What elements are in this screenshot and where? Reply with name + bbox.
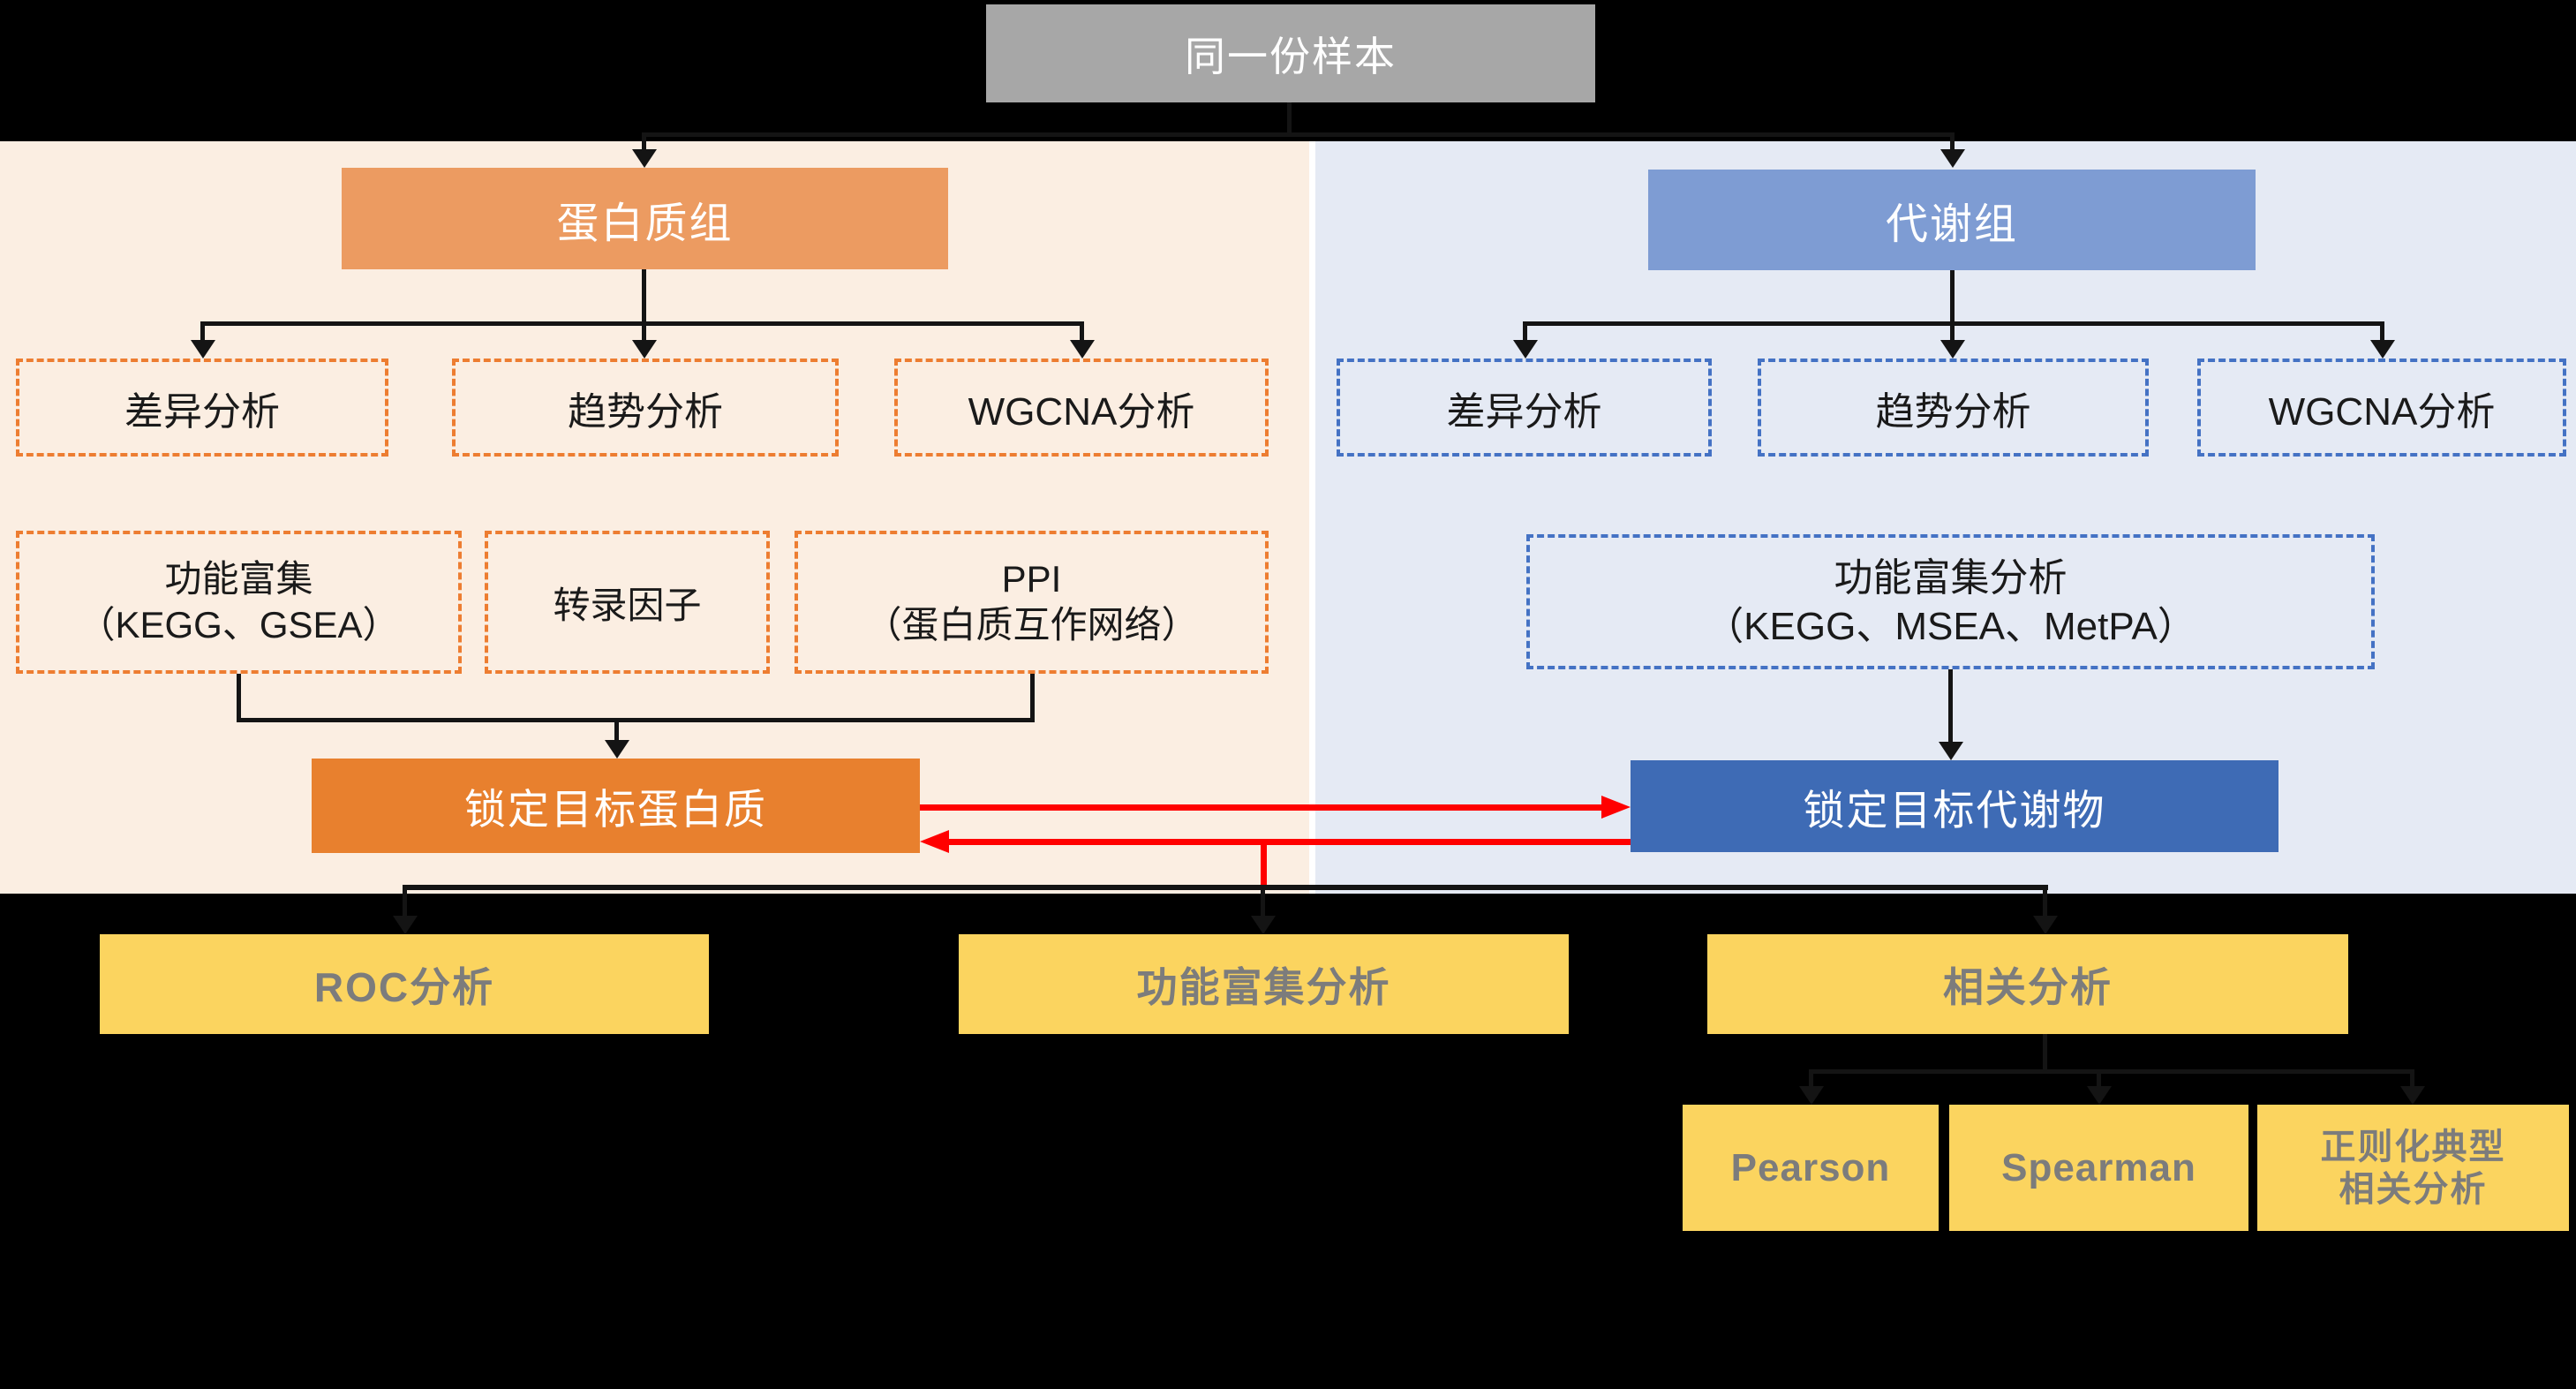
connector-enrichment-drop	[1948, 669, 1953, 744]
metabolome-enrichment-line1: 功能富集分析	[1834, 555, 2068, 600]
arrow-icon	[2400, 1086, 2425, 1105]
sample-label: 同一份样本	[1185, 33, 1397, 79]
metabolome-wgcna-box: WGCNA分析	[2197, 359, 2566, 457]
proteome-ppi-line2: （蛋白质互作网络）	[864, 604, 1199, 645]
arrow-icon	[1070, 340, 1095, 359]
connector-drop	[1261, 885, 1265, 918]
arrow-into-proteome-icon	[632, 149, 657, 168]
metabolome-header: 代谢组	[1648, 170, 2256, 270]
arrow-icon	[1513, 340, 1538, 359]
proteome-header: 蛋白质组	[342, 168, 948, 269]
roc-analysis-box: ROC分析	[100, 934, 709, 1034]
proteome-trend-analysis-label: 趋势分析	[568, 389, 723, 434]
spearman-label: Spearman	[2001, 1145, 2196, 1189]
connector-bracket	[237, 718, 1035, 722]
metabolome-target-box: 锁定目标代谢物	[1631, 760, 2278, 852]
arrow-icon	[2370, 340, 2395, 359]
joint-enrichment-box: 功能富集分析	[959, 934, 1569, 1034]
connector-drop	[200, 321, 205, 343]
connector-drop	[1809, 1069, 1813, 1089]
proteome-enrichment-box: 功能富集 （KEGG、GSEA）	[16, 531, 462, 674]
connector-metabolome-stem	[1950, 270, 1955, 326]
connector-drop	[642, 321, 646, 343]
proteome-tf-label: 转录因子	[553, 584, 702, 626]
metabolome-header-label: 代谢组	[1885, 201, 2018, 248]
regularized-cca-line1: 正则化典型	[2320, 1127, 2506, 1166]
sample-box: 同一份样本	[986, 4, 1595, 102]
joint-enrichment-label: 功能富集分析	[1136, 963, 1391, 1010]
connector-sample-stem	[1287, 102, 1292, 134]
metabolome-trend-analysis-label: 趋势分析	[1875, 389, 2031, 434]
red-arrow-metabolite-to-protein	[947, 839, 1631, 845]
proteome-diff-analysis-box: 差异分析	[16, 359, 388, 457]
metabolome-diff-analysis-label: 差异分析	[1446, 389, 1602, 434]
proteome-enrichment-line2: （KEGG、GSEA）	[78, 604, 400, 645]
metabolome-enrichment-box: 功能富集分析 （KEGG、MSEA、MetPA）	[1526, 534, 2375, 669]
red-arrow-right-icon	[1601, 796, 1631, 819]
arrow-icon	[1251, 916, 1276, 934]
connector-drop	[2097, 1069, 2101, 1089]
proteome-enrichment-line1: 功能富集	[164, 557, 313, 600]
metabolome-target-label: 锁定目标代谢物	[1803, 786, 2106, 834]
metabolome-trend-analysis-box: 趋势分析	[1758, 359, 2149, 457]
panel-divider	[1309, 141, 1315, 894]
metabolome-wgcna-label: WGCNA分析	[2268, 389, 2496, 434]
arrow-icon	[191, 340, 215, 359]
arrow-icon	[1940, 340, 1965, 359]
arrow-icon	[1939, 742, 1963, 760]
connector-bracket-right	[1030, 674, 1035, 722]
connector-proteome-stem	[642, 269, 646, 326]
proteome-tf-box: 转录因子	[485, 531, 770, 674]
arrow-icon	[605, 740, 629, 759]
connector-sample-split	[642, 132, 1955, 137]
red-arrow-left-icon	[920, 830, 949, 853]
regularized-cca-box: 正则化典型 相关分析	[2257, 1105, 2569, 1231]
connector-correlation-stem	[2043, 1034, 2047, 1074]
connector-bracket-left	[237, 674, 241, 722]
proteome-trend-analysis-box: 趋势分析	[452, 359, 839, 457]
connector-drop	[1950, 321, 1955, 343]
correlation-analysis-box: 相关分析	[1707, 934, 2348, 1034]
connector-to-metabolome	[1950, 132, 1955, 152]
arrow-icon	[1799, 1086, 1824, 1105]
pearson-box: Pearson	[1683, 1105, 1939, 1231]
connector-drop	[2043, 885, 2047, 918]
arrow-icon	[393, 916, 418, 934]
connector-drop	[2410, 1069, 2414, 1089]
spearman-box: Spearman	[1949, 1105, 2248, 1231]
arrow-into-metabolome-icon	[1940, 149, 1965, 168]
red-connector-down	[1261, 842, 1267, 889]
regularized-cca-line2: 相关分析	[2339, 1169, 2488, 1209]
proteome-wgcna-label: WGCNA分析	[968, 389, 1195, 434]
roc-analysis-label: ROC分析	[313, 963, 495, 1010]
proteome-diff-analysis-label: 差异分析	[124, 389, 280, 434]
connector-drop	[1523, 321, 1527, 343]
connector-bracket-drop	[614, 718, 619, 743]
proteome-wgcna-box: WGCNA分析	[894, 359, 1269, 457]
proteome-ppi-line1: PPI	[1001, 557, 1062, 600]
metabolome-enrichment-line2: （KEGG、MSEA、MetPA）	[1705, 604, 2196, 648]
connector-joint-bus	[404, 885, 2048, 890]
pearson-label: Pearson	[1730, 1145, 1891, 1189]
connector-drop	[2380, 321, 2384, 343]
red-arrow-protein-to-metabolite	[920, 804, 1604, 811]
proteome-target-label: 锁定目标蛋白质	[464, 786, 767, 833]
proteome-header-label: 蛋白质组	[556, 200, 734, 247]
connector-drop	[403, 885, 407, 918]
arrow-icon	[2087, 1086, 2112, 1105]
arrow-icon	[632, 340, 657, 359]
connector-correlation-split	[1809, 1069, 2414, 1074]
metabolome-diff-analysis-box: 差异分析	[1337, 359, 1712, 457]
proteome-ppi-box: PPI （蛋白质互作网络）	[795, 531, 1269, 674]
connector-to-proteome	[642, 132, 646, 152]
arrow-icon	[2033, 916, 2058, 934]
connector-drop	[1080, 321, 1084, 343]
correlation-analysis-label: 相关分析	[1943, 963, 2113, 1010]
proteome-target-box: 锁定目标蛋白质	[312, 759, 920, 853]
